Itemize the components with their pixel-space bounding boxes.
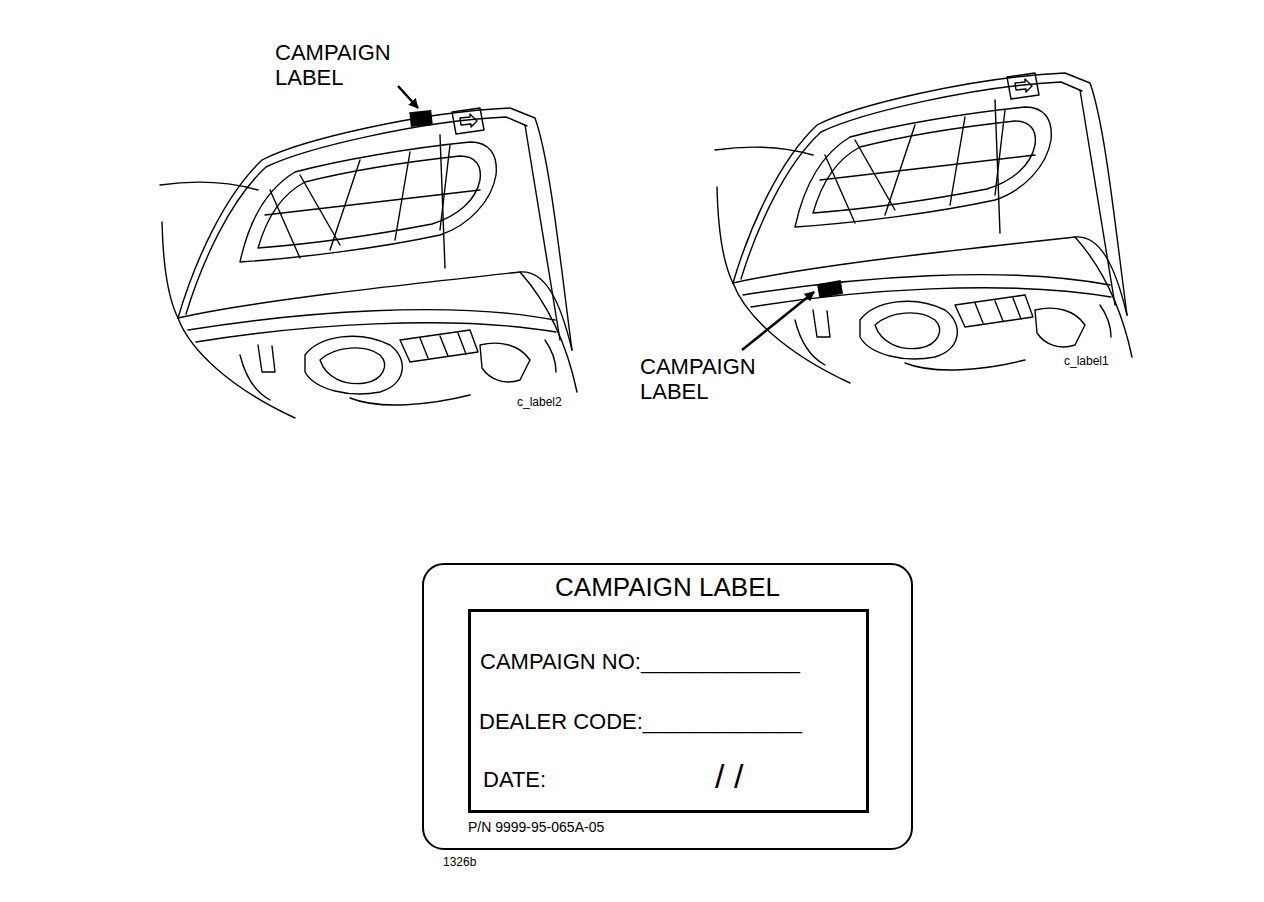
label-form-box: CAMPAIGN NO:_____________ DEALER CODE:___…: [468, 609, 869, 813]
callout-text: CAMPAIGN LABEL: [275, 40, 415, 91]
label-text: DATE:: [483, 767, 546, 792]
label-card: CAMPAIGN LABEL P/N 9999-95-065A-05 CAMPAIG…: [422, 563, 913, 850]
figure-code: c_label2: [517, 396, 562, 410]
figure-code: c_label1: [1064, 355, 1109, 369]
label-text: P/N 9999-95-065A-05: [468, 819, 604, 835]
figure-code: 1326b: [443, 856, 476, 870]
callout-text: CAMPAIGN LABEL: [640, 354, 780, 405]
label-text: / /: [715, 757, 743, 796]
label-text: CAMPAIGN NO:_____________: [480, 649, 800, 674]
label-text: CAMPAIGN LABEL: [424, 573, 911, 603]
label-text: DEALER CODE:_____________: [479, 709, 802, 734]
